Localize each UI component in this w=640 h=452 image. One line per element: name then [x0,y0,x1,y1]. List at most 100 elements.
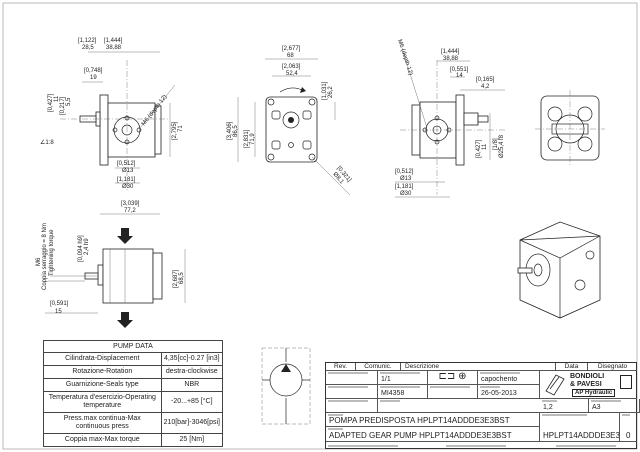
hydraulic-pump-symbol [261,347,311,425]
header-data: Data [556,363,588,371]
dim-value: 19 [90,75,97,81]
description-en: ADAPTED GEAR PUMP HPLPT14ADDDE3E3BST [329,431,512,440]
header-comunic: Comunic. [356,363,401,371]
dim-label: [3,406] [227,121,233,140]
dim-label: [1,444] [441,49,460,55]
view-arrow-icon [117,312,133,328]
dim-label: [0,591] [50,301,69,307]
scale-value: 1/1 [381,376,391,383]
isometric-view [517,221,601,319]
dim-value: 28,5 [82,45,94,51]
dim-label: [0,748] [84,68,103,74]
row-label: Cilindrata-Displacement [43,352,162,366]
table-row: Temperatura d'esercizio-Operating temper… [43,391,224,413]
dim-value: 11 [54,95,60,102]
dim-value: 68,5 [179,272,185,284]
dim-label: [0,512] [395,169,414,175]
thread-label: M6 (depth 12) [396,39,413,76]
dim-value: 38,88 [106,45,122,51]
dim-value: 71 [178,125,184,132]
dim-label: [0,427] [476,139,482,158]
side-view-right: M6 (depth 12) [1,444] 38,88 [0,551] 14 [… [395,39,505,198]
dim-value: Ø13 [400,176,412,182]
dim-value: 26,2 [328,86,334,98]
format-value: A3 [592,404,601,411]
dim-label: [0,217] [60,96,66,115]
row-label: Rotazione-Rotation [43,365,162,379]
dim-label: [2,687] [173,269,179,288]
dim-value: 14 [456,73,463,79]
part-number: HPLPT14ADDDE3E3B00 [543,431,620,440]
header-descrizione: Descrizione [401,363,556,371]
dim-label: [1/8] [493,138,499,150]
title-block: Rev. Comunic. Descrizione Data Disegnato… [325,362,640,449]
dim-value: Ø30 [122,184,134,190]
designer-value: capochento [481,376,518,383]
top-view: [3,039] 77,2 [0,094 h9] 2,4 h9 [2,687] 6… [36,201,186,328]
dim-value: 38,88 [443,56,459,62]
revision-number: 0 [626,431,631,440]
dim-label: [0,427] [48,93,54,112]
dim-label: [1,031] [322,81,328,100]
dim-value: 71,9 [250,133,256,145]
side-view-left: [1,122] 28,5 [1,444] 38,88 [0,748] 19 [0… [40,38,184,190]
dim-value: 68 [287,53,294,59]
view-arrow-icon [117,228,133,244]
torque-label: Tightening torque [49,229,55,276]
dim-label: [2,795] [172,121,178,140]
dim-value: 5,5 [66,97,72,106]
dim-label: [2,831] [244,129,250,148]
material-value: MI4358 [381,390,405,397]
projection-symbol-icon: ⊏⊐ ⊕ [428,371,478,385]
weight-value: 1,2 [543,404,553,411]
dim-value: Ø30 [400,191,412,197]
row-value: 4,35[cc]-0.27 [in3] [160,352,224,366]
dim-label: [3,039] [121,201,140,207]
dim-value: 11 [482,143,488,150]
scale-cell: 1/1 [378,371,428,385]
dim-value: 77,2 [124,208,136,214]
dim-label: [1,181] [117,177,136,183]
description-it: POMPA PREDISPOSTA HPLPT14ADDDE3E3BST [329,416,510,425]
dim-label: [0,094 h9] [78,235,84,262]
dim-label: [0,551] [450,67,469,73]
row-value: -20...+85 [°C] [160,391,224,413]
dim-label: [1,444] [104,38,123,44]
row-label: Guarnizione-Seals type [43,378,162,392]
company-logo: BONDIOLI & PAVESI AP Hydraulic [540,371,637,399]
row-value: 25 [Nm] [160,433,224,447]
torque-label: Coppia serraggio = 8 Nm [42,223,48,290]
dim-label: [0,512] [117,161,136,167]
dim-value: 52,4 [286,71,298,77]
dim-label: [2,063] [282,64,301,70]
dim-value: Ø25,4 f8 [499,134,505,158]
front-view: [2,677] 68 [2,063] 52,4 [1,031] 26,2 [2,… [227,46,352,196]
row-label: Temperatura d'esercizio-Operating temper… [43,391,162,413]
dim-value: 15 [55,309,62,315]
dim-value: 4,2 [481,84,490,90]
row-value: destra-clockwise [160,365,224,379]
row-value: NBR [160,378,224,392]
pump-data-title: PUMP DATA [43,340,223,353]
row-label: Coppia max-Max torque [43,433,162,447]
dim-label: [1,181] [395,184,414,190]
dim-value: Ø13 [122,168,134,174]
row-label: Press.max continua-Max continuous press [43,412,162,434]
dim-label: [2,677] [282,46,301,52]
dim-value: 2,4 h9 [84,238,90,255]
header-rev: Rev. [326,363,356,371]
dim-label: [0,165] [476,77,495,83]
thread-label: M6 [36,257,42,266]
taper-label: ∠1:8 [40,139,54,146]
logo-icon [545,374,565,396]
date-value: 26-05-2013 [481,390,517,397]
dim-label: [1,122] [78,38,97,44]
